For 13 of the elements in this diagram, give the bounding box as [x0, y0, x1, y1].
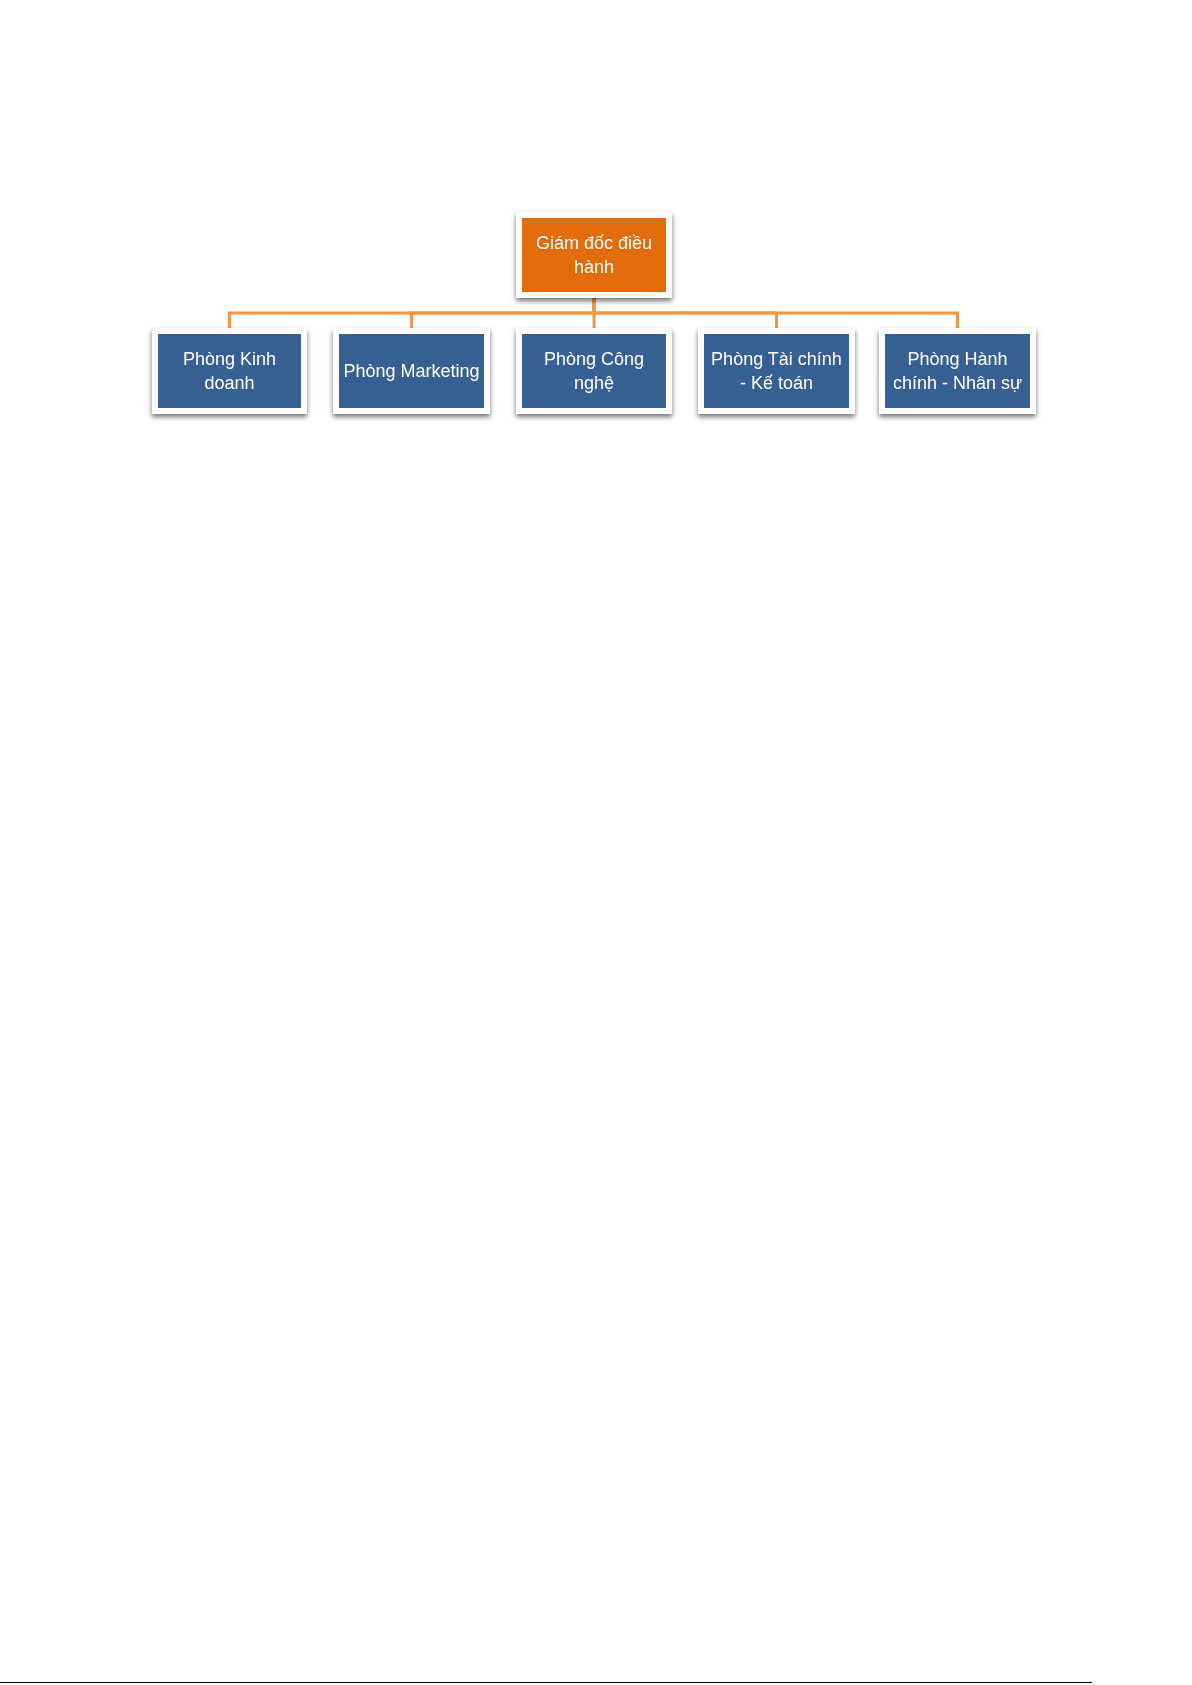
- box-label: Giám đốc điều hành: [534, 231, 654, 279]
- box-label: Phòng Kinh doanh: [181, 347, 278, 395]
- box-label: Phòng Marketing: [343, 359, 480, 383]
- box-label: Phòng Tài chính - Kế toán: [710, 347, 843, 395]
- box-label: Phòng Hành chính - Nhân sự: [891, 347, 1024, 395]
- department-box: [698, 328, 855, 414]
- connector-line: [592, 298, 959, 328]
- department-box: [333, 328, 490, 414]
- department-box: [516, 328, 672, 414]
- director-box: [516, 212, 672, 298]
- box-label: Phòng Công nghệ: [542, 347, 646, 395]
- department-box: [879, 328, 1036, 414]
- department-box: [152, 328, 307, 414]
